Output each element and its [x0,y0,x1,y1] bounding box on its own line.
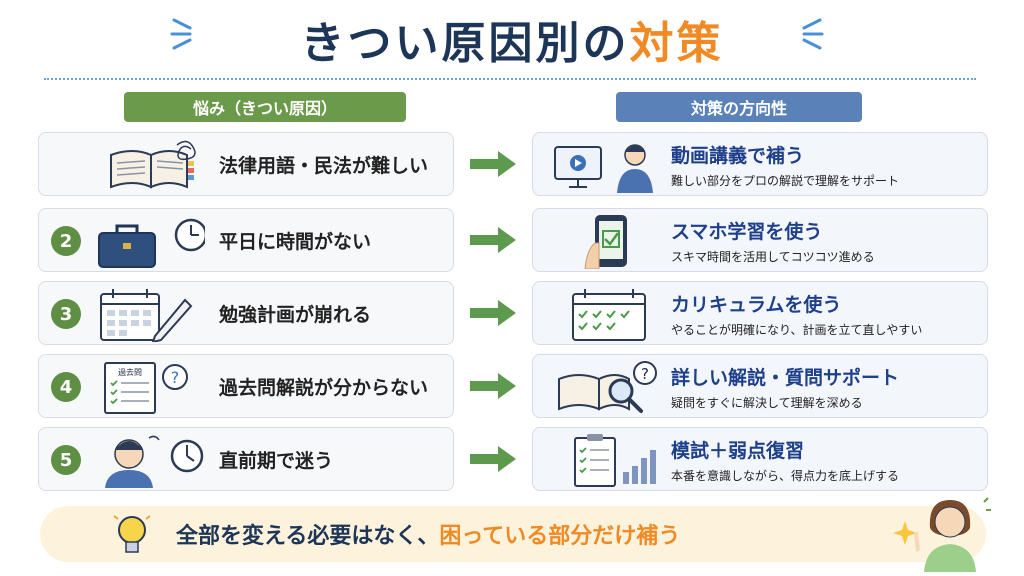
smartphone-check-icon [584,215,627,269]
problem-card-4: 4 過去問 ? 過去問解説が分からない [38,354,454,418]
problem-text: 直前期で迷う [219,449,334,472]
solution-desc: 本番を意識しながら、得点力を底上げする [671,469,900,483]
solution-desc: 難しい部分をプロの解説で理解をサポート [671,174,900,188]
book-magnifier-icon: ? [558,361,657,413]
summary-banner: 全部を変える必要はなく、困っている部分だけ補う [40,506,986,562]
row-number: 4 [51,372,81,402]
arrow-right-icon [470,227,516,253]
calendar-pencil-icon [100,289,193,342]
calendar-checks-icon [572,289,646,341]
arrow-right-icon [470,300,516,326]
solution-desc: 疑問をすぐに解決して理解を深める [671,396,863,410]
solution-title: カリキュラムを使う [671,294,842,316]
page-title: きつい原因別の対策 [0,6,1024,72]
video-lecture-icon [554,144,653,193]
arrow-right-icon [470,373,516,399]
problem-text: 勉強計画が崩れる [219,303,372,326]
problem-card-5: 5 直前期で迷う [38,427,454,491]
banner-text-main: 全部を変える必要はなく、 [176,524,440,549]
row-number: 5 [51,445,81,475]
sparkle-right-icon [802,18,824,50]
title-accent: 対策 [629,18,724,69]
solution-title: スマホ学習を使う [671,221,823,243]
arrow-right-icon [470,446,516,472]
solution-card-2: スマホ学習を使う スキマ時間を活用してコツコツ進める [532,208,988,272]
problem-card-2: 2 平日に時間がない [38,208,454,272]
past-exam-label: 過去問 [118,367,142,377]
solution-title: 動画講義で補う [671,145,805,167]
sparkle-left-icon [170,18,192,50]
row-number: 2 [51,226,81,256]
presenter-woman-icon [914,497,991,572]
solution-title: 詳しい解説・質問サポート [671,367,900,389]
past-exam-question-icon: 過去問 ? [104,362,188,414]
solution-card-4: ? 詳しい解説・質問サポート 疑問をすぐに解決して理解を深める [532,354,988,418]
sparkle-star-icon [893,521,917,545]
solution-card-3: カリキュラムを使う やることが明確になり、計画を立て直しやすい [532,281,988,345]
arrow-right-icon [470,151,516,177]
solution-title: 模試＋弱点復習 [671,440,805,462]
solutions-header: 対策の方向性 [616,92,862,122]
problem-text: 平日に時間がない [219,230,372,253]
solution-desc: やることが明確になり、計画を立て直しやすい [671,323,923,337]
problem-text: 法律用語・民法が難しい [219,154,429,177]
briefcase-clock-icon [98,218,205,268]
problems-header: 悩み（きつい原因） [124,92,406,122]
svg-text:?: ? [171,368,180,387]
problem-card-3: 3 勉強計画が崩れる [38,281,454,345]
solution-card-1: 動画講義で補う 難しい部分をプロの解説で理解をサポート [532,132,988,196]
problem-text: 過去問解説が分からない [219,376,429,399]
banner-text-highlight: 困っている部分だけ補う [439,524,681,549]
svg-text:?: ? [641,365,649,383]
title-divider [44,78,976,80]
solution-desc: スキマ時間を活用してコツコツ進める [671,250,875,264]
problem-card-1: 法律用語・民法が難しい [38,132,454,196]
checklist-chart-icon [574,434,656,487]
light-bulb-icon [113,515,151,553]
open-book-tangled-icon [110,140,196,189]
title-main: きつい原因別の [300,18,630,69]
row-number: 3 [51,299,81,329]
worried-person-clock-icon [105,435,204,488]
solution-card-5: 模試＋弱点復習 本番を意識しながら、得点力を底上げする [532,427,988,491]
